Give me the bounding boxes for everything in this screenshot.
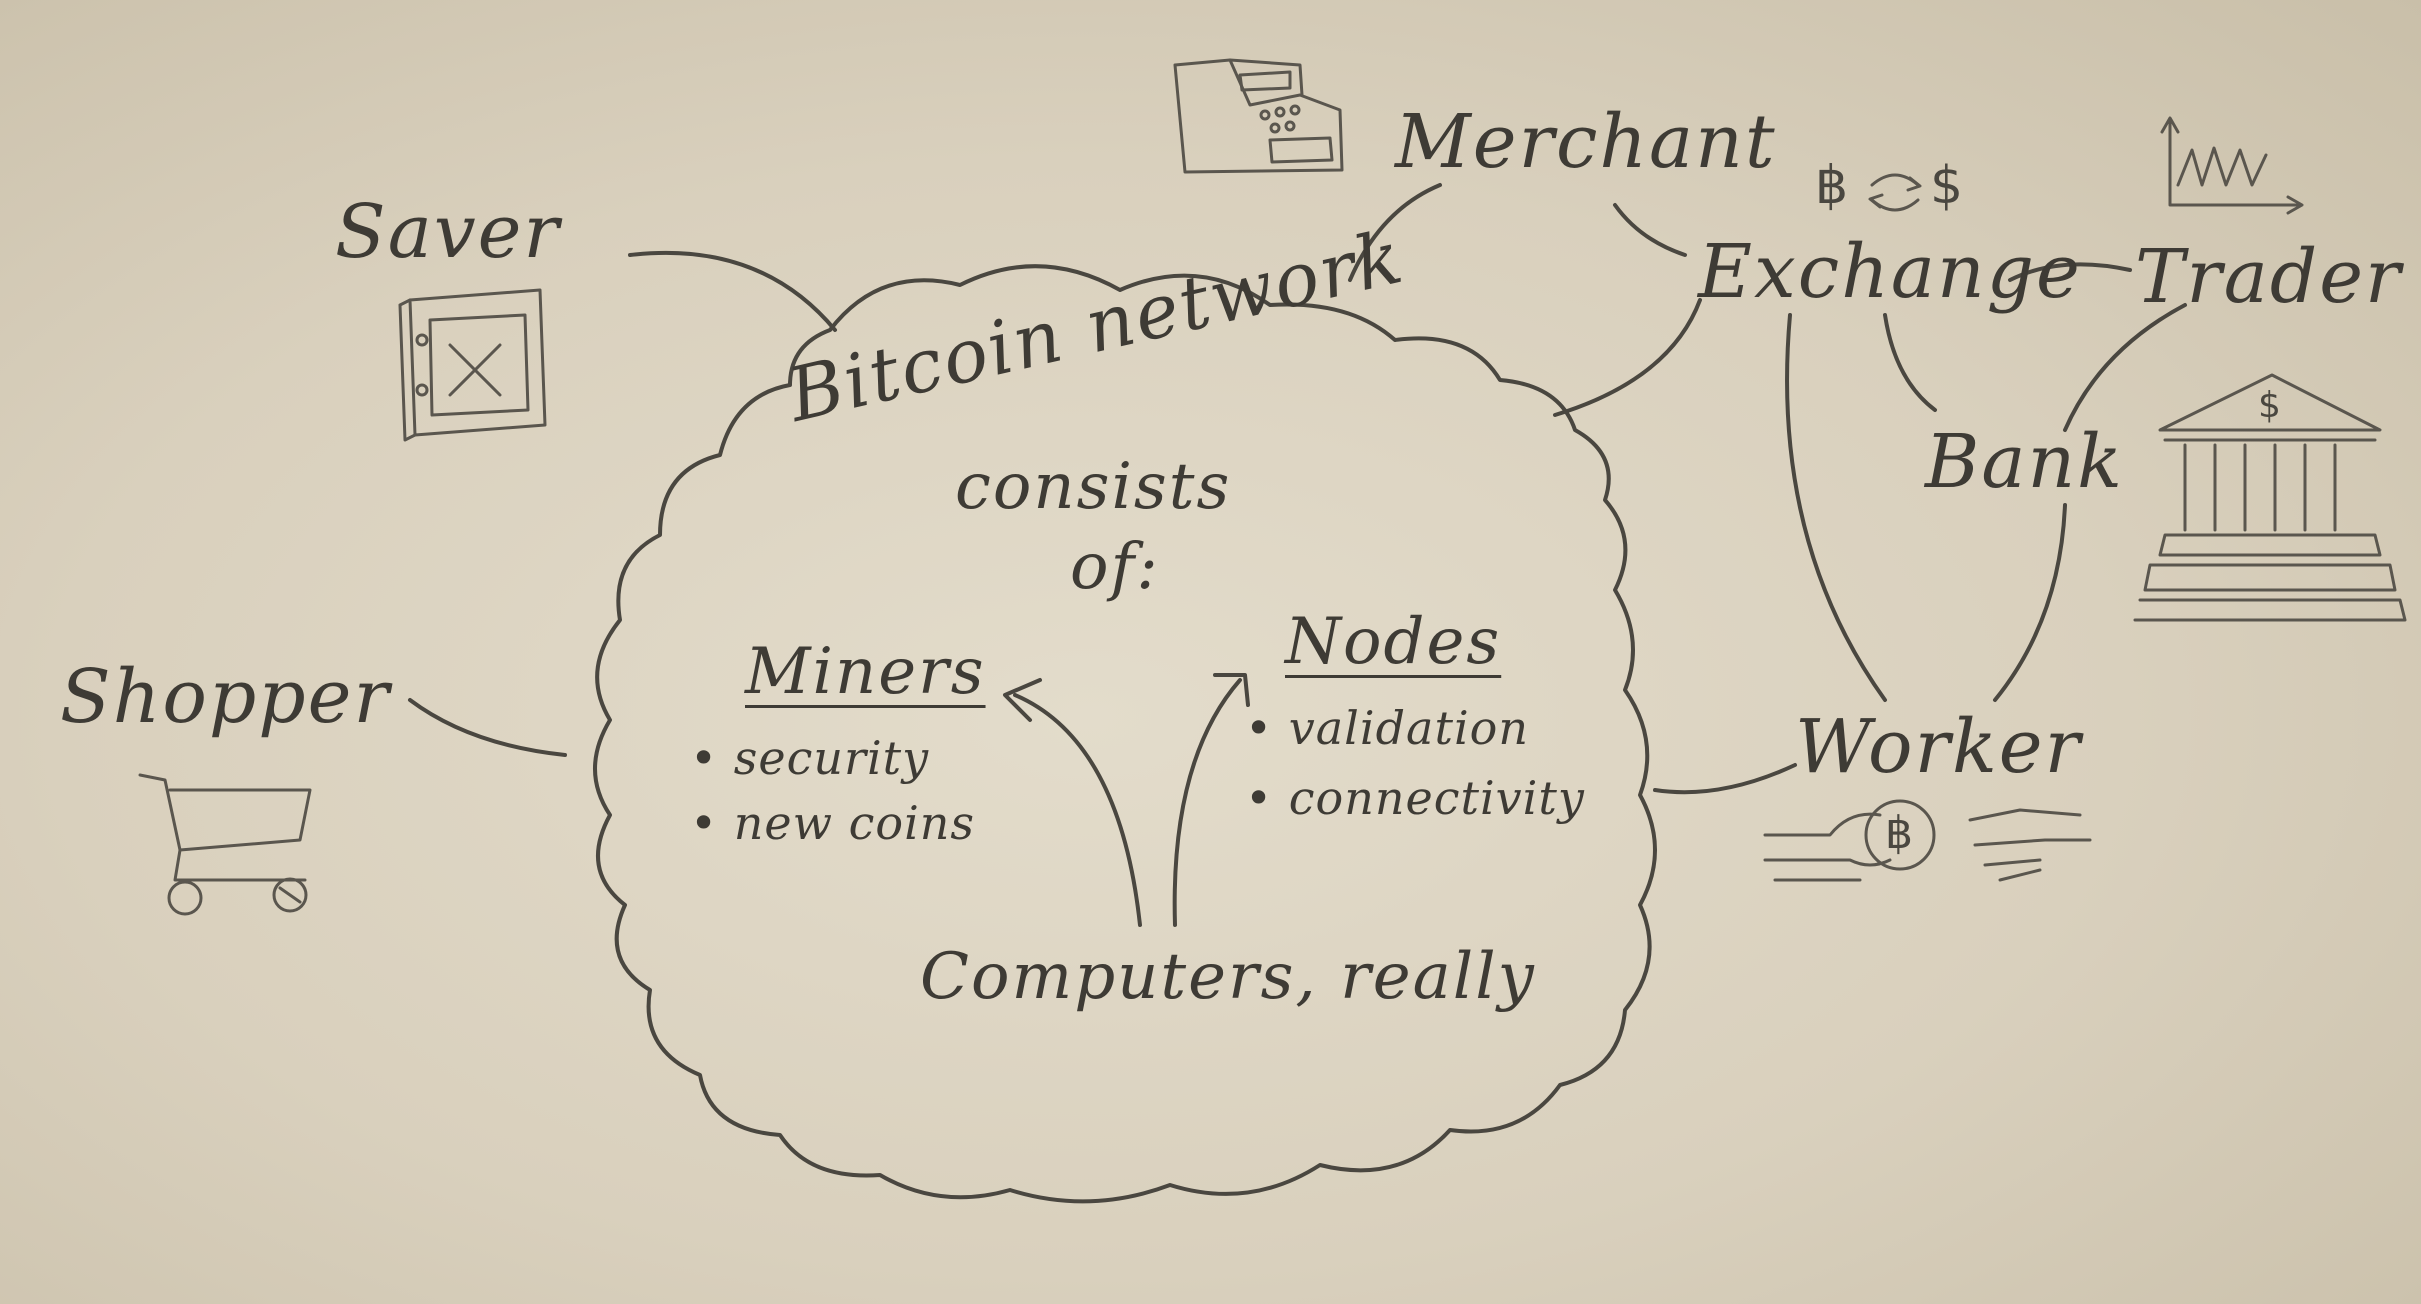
cash-register-icon <box>1173 58 1344 174</box>
nodes-item-validation-text: validation <box>1288 701 1529 755</box>
exchange-label: Exchange <box>1698 229 2082 315</box>
miners-item-security-text: security <box>733 731 930 785</box>
merchant-label: Merchant <box>1395 99 1777 185</box>
nodes-heading: Nodes <box>1285 605 1502 679</box>
bitcoin-payment-hands-icon <box>1763 799 2092 882</box>
bitcoin-symbol-icon: ฿ <box>1815 156 1849 216</box>
exchange-network-connector <box>1553 298 1702 417</box>
miners-item-new-coins-text: new coins <box>733 796 976 850</box>
miners-item-new-coins: • new coins <box>690 796 976 850</box>
trader-bank-connector <box>2063 303 2187 432</box>
saver-label: Saver <box>335 189 561 275</box>
trader-label: Trader <box>2135 234 2403 320</box>
nodes-item-connectivity: • connectivity <box>1245 771 1585 825</box>
network-cloud <box>593 264 1657 1204</box>
price-chart-icon <box>2160 116 2304 215</box>
miners-heading: Miners <box>745 635 986 709</box>
nodes-arrowhead <box>1213 673 1250 707</box>
saver-connector <box>628 250 837 332</box>
nodes-item-validation: • validation <box>1245 701 1529 755</box>
nodes-item-connectivity-text: connectivity <box>1288 771 1585 825</box>
worker-label: Worker <box>1795 704 2082 790</box>
miners-item-security: • security <box>690 731 930 785</box>
computers-footer: Computers, really <box>920 940 1536 1014</box>
exchange-bank-connector <box>1883 313 1937 412</box>
miners-arrowhead <box>1003 678 1042 722</box>
safe-icon <box>398 288 547 442</box>
bank-worker-connector <box>1993 503 2067 702</box>
shopper-label: Shopper <box>60 654 391 740</box>
exchange-trader-connector <box>2008 262 2132 282</box>
shopping-cart-icon <box>138 773 312 916</box>
merchant-exchange-connector <box>1613 203 1687 257</box>
of-label: of: <box>1070 530 1160 604</box>
shopper-connector <box>408 698 567 757</box>
worker-bitcoin-icon: ฿ <box>1885 808 1913 859</box>
nodes-arrow <box>1172 678 1242 927</box>
dollar-symbol-icon: $ <box>1930 156 1964 216</box>
worker-connector <box>1653 763 1797 795</box>
bank-building-icon <box>2133 373 2407 622</box>
consists-label: consists <box>955 450 1232 524</box>
exchange-worker-connector <box>1785 313 1887 702</box>
bank-dollar-icon: $ <box>2258 385 2281 426</box>
merchant-connector <box>1348 183 1442 282</box>
bank-label: Bank <box>1925 419 2124 505</box>
currency-exchange-icon <box>1868 173 1922 212</box>
miners-arrow <box>1013 693 1142 927</box>
